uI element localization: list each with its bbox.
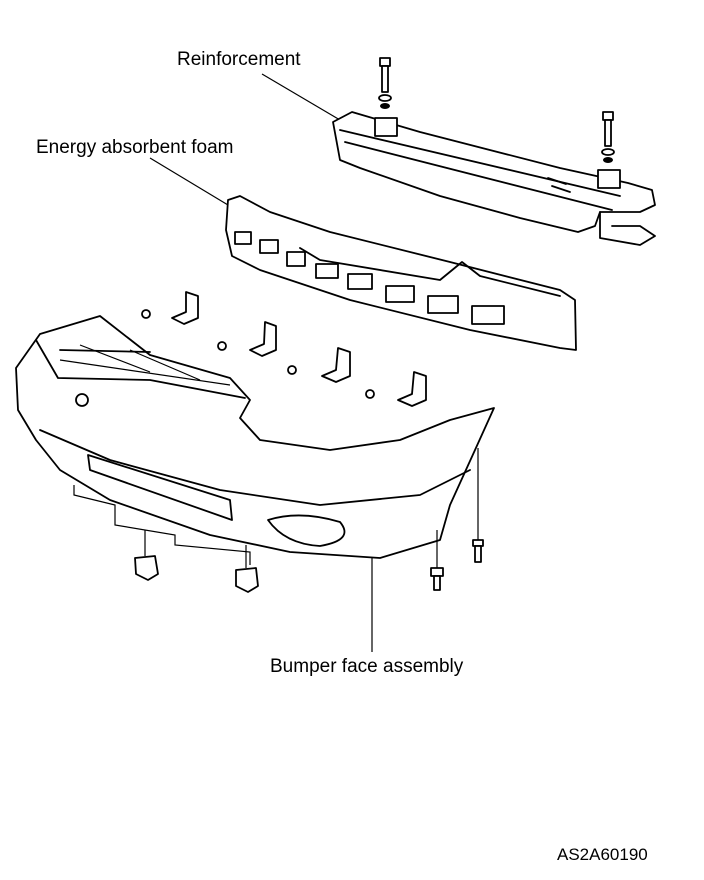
screw-bottom-2	[472, 448, 484, 563]
leader-foam	[149, 157, 229, 206]
bolt-reinforcement-left	[378, 57, 392, 109]
bolt-reinforcement-right	[601, 111, 615, 163]
energy-absorbent-foam	[225, 195, 577, 351]
clip-right	[235, 545, 259, 593]
bracket-2	[217, 321, 277, 357]
reinforcement-beam	[332, 111, 656, 246]
bracket-3	[287, 347, 351, 383]
leader-reinforcement	[261, 73, 341, 121]
label-bumper-face-assembly: Bumper face assembly	[270, 656, 464, 677]
label-reinforcement: Reinforcement	[177, 49, 301, 70]
bumper-face	[15, 315, 495, 565]
clip-left	[134, 530, 159, 581]
label-energy-absorbent-foam: Energy absorbent foam	[36, 137, 234, 158]
foam-pockets	[234, 231, 505, 325]
bracket-4	[365, 371, 427, 407]
bracket-1	[141, 291, 199, 325]
screw-bottom-1	[430, 530, 444, 591]
figure-code: AS2A60190	[557, 845, 648, 864]
leader-lines	[149, 73, 373, 652]
